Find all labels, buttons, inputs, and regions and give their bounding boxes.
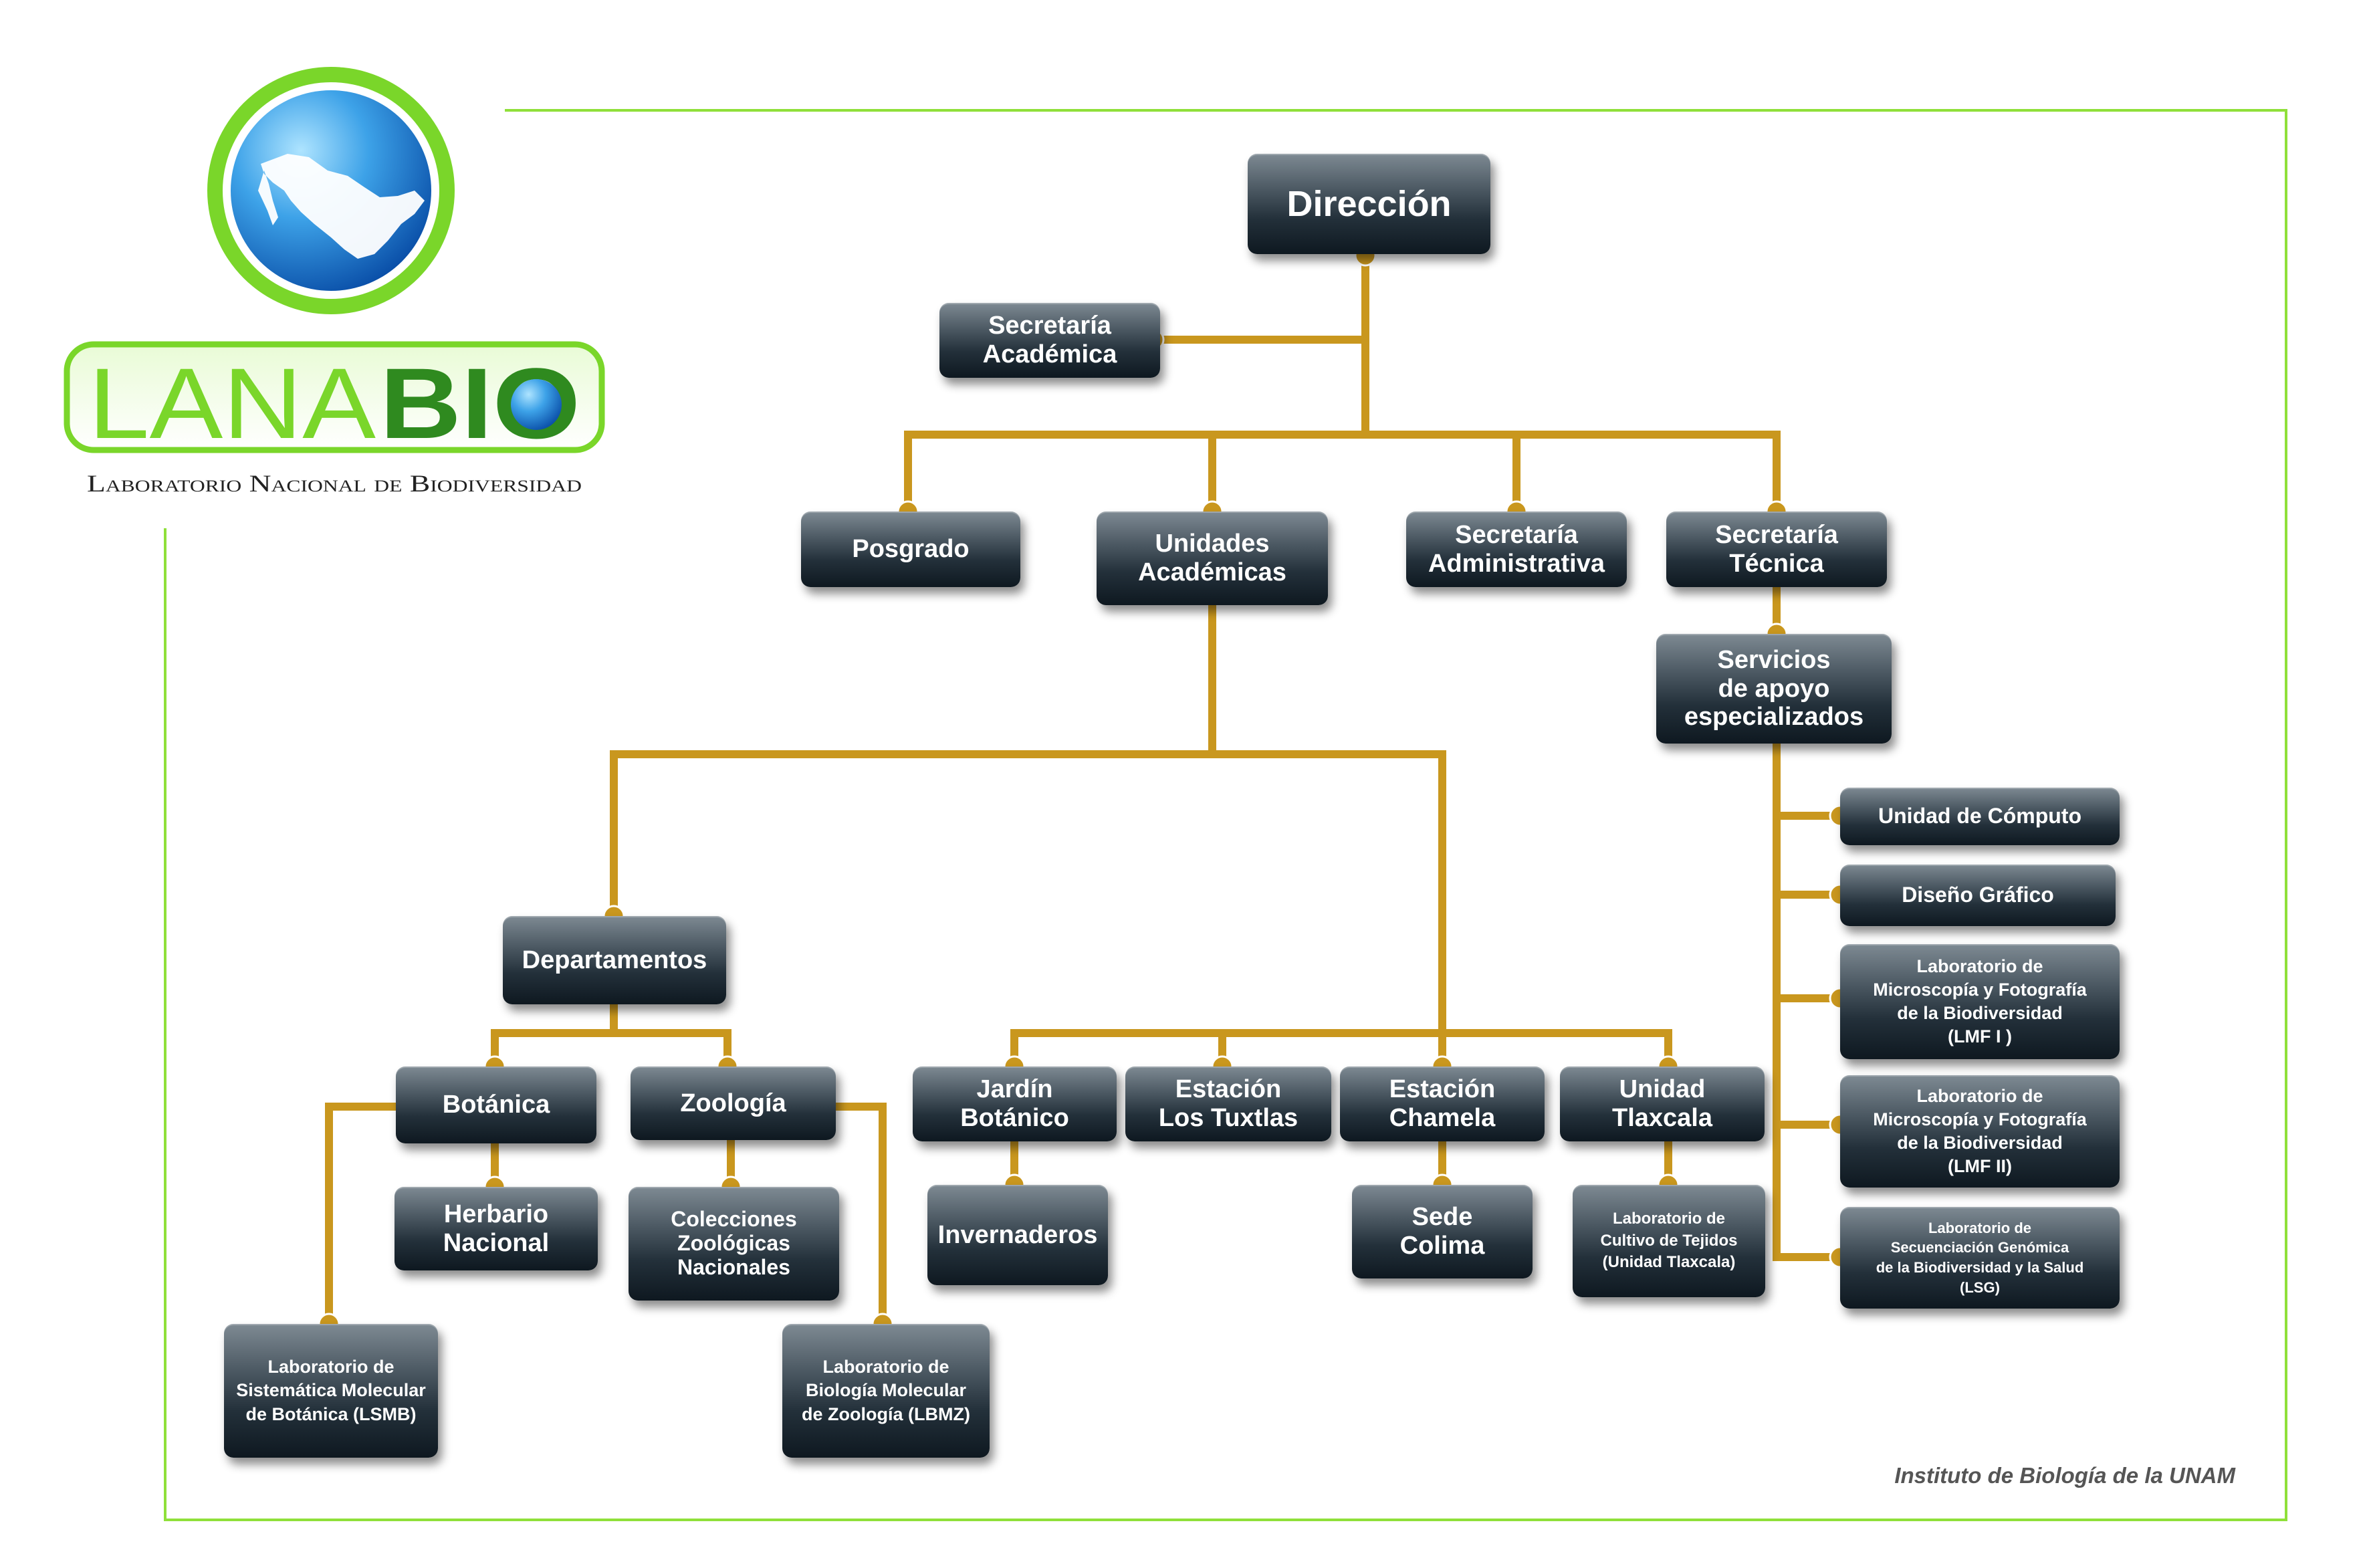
box-unidad-computo-label: Unidad de Cómputo bbox=[1878, 804, 2081, 828]
box-posgrado: Posgrado bbox=[801, 512, 1020, 587]
box-direccion-label: Dirección bbox=[1286, 183, 1452, 224]
svg-text:LANA: LANA bbox=[88, 347, 376, 459]
box-herbario-nacional: Herbario Nacional bbox=[394, 1187, 598, 1270]
box-herbario-nacional-label: Herbario Nacional bbox=[443, 1200, 550, 1257]
box-cultivo-tejidos: Laboratorio de Cultivo de Tejidos (Unida… bbox=[1573, 1185, 1765, 1297]
box-unidad-tlaxcala-label: Unidad Tlaxcala bbox=[1612, 1075, 1712, 1132]
box-secretaria-administrativa-label: Secretaría Administrativa bbox=[1428, 520, 1605, 578]
box-secretaria-academica: Secretaría Académica bbox=[939, 303, 1160, 378]
box-lmf-2-label: Laboratorio de Microscopía y Fotografía … bbox=[1873, 1085, 2087, 1177]
box-zoologia: Zoología bbox=[631, 1067, 836, 1140]
box-secretaria-tecnica-label: Secretaría Técnica bbox=[1715, 520, 1838, 578]
box-estacion-los-tuxtlas-label: Estación Los Tuxtlas bbox=[1158, 1075, 1299, 1132]
box-diseno-grafico-label: Diseño Gráfico bbox=[1902, 883, 2054, 907]
lanabio-logo: LANA BIO Laboratorio Nacional de Biodive… bbox=[64, 67, 605, 497]
box-jardin-botanico-label: Jardín Botánico bbox=[960, 1075, 1069, 1132]
box-sede-colima: Sede Colima bbox=[1352, 1185, 1533, 1278]
box-botanica: Botánica bbox=[396, 1067, 596, 1143]
box-lsg-label: Laboratorio de Secuenciación Genómica de… bbox=[1876, 1219, 2084, 1296]
box-unidades-academicas-label: Unidades Académicas bbox=[1138, 530, 1286, 586]
logo-subtitle: Laboratorio Nacional de Biodiversidad bbox=[87, 470, 582, 497]
box-estacion-los-tuxtlas: Estación Los Tuxtlas bbox=[1125, 1067, 1331, 1141]
box-lbmz-label: Laboratorio de Biología Molecular de Zoo… bbox=[802, 1357, 970, 1424]
box-estacion-chamela-label: Estación Chamela bbox=[1389, 1075, 1496, 1132]
box-secretaria-tecnica: Secretaría Técnica bbox=[1666, 512, 1887, 587]
box-servicios-apoyo: Servicios de apoyo especializados bbox=[1656, 634, 1892, 744]
box-lmf-1: Laboratorio de Microscopía y Fotografía … bbox=[1840, 944, 2120, 1059]
logo-name-bar bbox=[64, 341, 605, 453]
box-invernaderos-label: Invernaderos bbox=[937, 1220, 1098, 1249]
box-jardin-botanico: Jardín Botánico bbox=[913, 1067, 1117, 1141]
box-secretaria-academica-label: Secretaría Académica bbox=[982, 312, 1117, 368]
box-invernaderos: Invernaderos bbox=[927, 1185, 1108, 1285]
box-departamentos: Departamentos bbox=[503, 916, 726, 1004]
box-lmf-2: Laboratorio de Microscopía y Fotografía … bbox=[1840, 1075, 2120, 1188]
box-botanica-label: Botánica bbox=[442, 1091, 550, 1119]
box-lbmz: Laboratorio de Biología Molecular de Zoo… bbox=[782, 1324, 990, 1458]
box-unidad-computo: Unidad de Cómputo bbox=[1840, 788, 2120, 845]
logo-name-light: LANA bbox=[88, 347, 376, 459]
box-direccion: Dirección bbox=[1248, 154, 1490, 254]
svg-text:Laboratorio Nacional de Biodiv: Laboratorio Nacional de Biodiversidad bbox=[87, 470, 582, 497]
box-lmf-1-label: Laboratorio de Microscopía y Fotografía … bbox=[1873, 956, 2087, 1047]
box-unidad-tlaxcala: Unidad Tlaxcala bbox=[1560, 1067, 1765, 1141]
box-lsmb-label: Laboratorio de Sistemática Molecular de … bbox=[236, 1357, 426, 1424]
box-unidades-academicas: Unidades Académicas bbox=[1097, 512, 1328, 605]
box-estacion-chamela: Estación Chamela bbox=[1340, 1067, 1545, 1141]
box-colecciones-zoologicas: Colecciones Zoológicas Nacionales bbox=[629, 1187, 839, 1301]
mexico-map-icon bbox=[258, 154, 425, 259]
box-departamentos-label: Departamentos bbox=[522, 945, 707, 974]
box-lsg: Laboratorio de Secuenciación Genómica de… bbox=[1840, 1207, 2120, 1309]
logo-bubble-icon bbox=[511, 379, 562, 430]
box-sede-colima-label: Sede Colima bbox=[1399, 1203, 1485, 1260]
box-zoologia-label: Zoología bbox=[680, 1089, 786, 1117]
institute-credit: Instituto de Biología de la UNAM bbox=[1894, 1463, 2235, 1488]
box-posgrado-label: Posgrado bbox=[852, 535, 970, 564]
box-diseno-grafico: Diseño Gráfico bbox=[1840, 865, 2116, 926]
box-servicios-apoyo-label: Servicios de apoyo especializados bbox=[1684, 646, 1864, 732]
box-colecciones-zoologicas-label: Colecciones Zoológicas Nacionales bbox=[671, 1207, 797, 1279]
box-secretaria-administrativa: Secretaría Administrativa bbox=[1406, 512, 1627, 587]
page-frame bbox=[164, 109, 2287, 1521]
box-cultivo-tejidos-label: Laboratorio de Cultivo de Tejidos (Unida… bbox=[1600, 1210, 1738, 1272]
box-lsmb: Laboratorio de Sistemática Molecular de … bbox=[224, 1324, 438, 1458]
globe-icon bbox=[207, 67, 455, 314]
